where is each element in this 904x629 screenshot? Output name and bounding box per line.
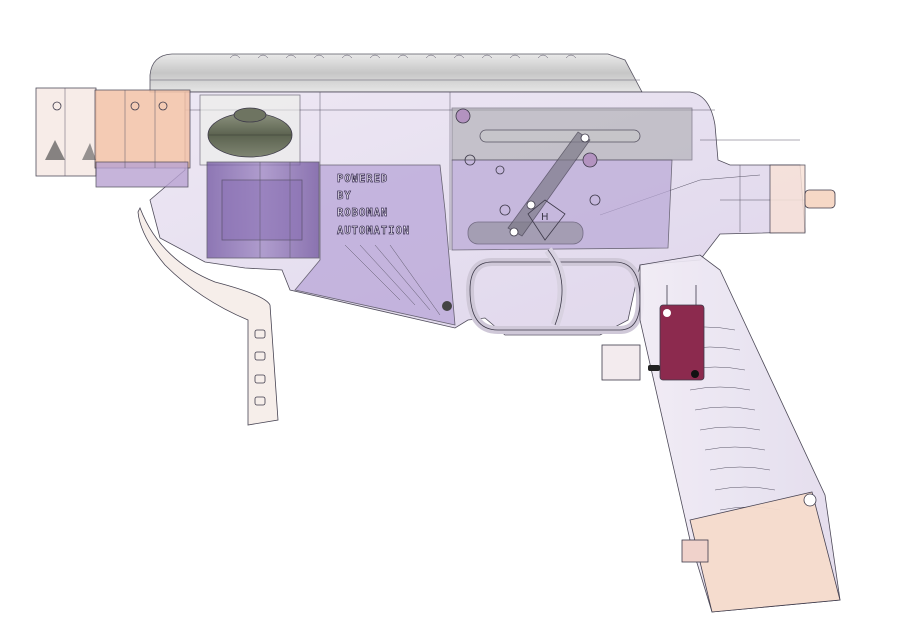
top-rail [149,53,643,93]
trigger-mark: H [541,212,549,223]
roller-wheel [199,94,301,166]
micro-switch [648,285,705,381]
rear-block [769,164,836,234]
stamp-line-1: POWERED [337,173,388,185]
stamp-panel: POWERED BY ROBOMAN AUTOMATION [294,164,456,326]
muzzle-block [35,87,191,188]
trigger-mechanism: H [451,107,693,251]
motor [206,161,320,259]
stamp-line-3: ROBOMAN [337,207,388,219]
stamp-line-2: BY [337,190,352,202]
trigger-guard [442,247,645,334]
stamp-line-4: AUTOMATION [337,225,410,237]
front-grip [137,207,279,426]
